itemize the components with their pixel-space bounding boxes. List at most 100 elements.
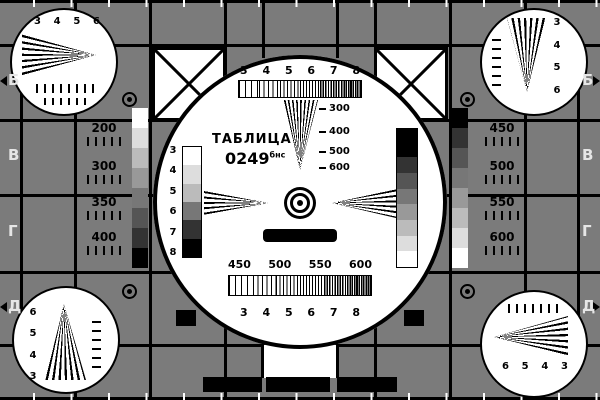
row-letter-right: Б — [582, 71, 594, 89]
line-count-label: 500 — [489, 159, 515, 173]
wedge-label: 4 — [29, 349, 37, 361]
grayscale-staircase-left — [132, 108, 148, 268]
wedge-label: 5 — [521, 361, 529, 372]
gray-step — [452, 148, 468, 168]
grayscale-staircase-right — [452, 108, 468, 268]
vertical-lines-wedge — [42, 304, 86, 380]
wedge-label: 6 — [502, 361, 509, 372]
grid-line-vertical — [577, 44, 580, 347]
line-count-block: 300 — [84, 160, 124, 184]
grid-line-vertical — [149, 0, 152, 400]
black-square-right — [404, 310, 424, 326]
convergence-target — [460, 92, 475, 107]
tick-pattern — [87, 137, 121, 146]
wedge-label: 3 — [34, 16, 41, 27]
convergence-target — [122, 284, 137, 299]
center-notch-line — [262, 0, 265, 58]
gray-step — [452, 128, 468, 148]
line-count-block: 500 — [482, 160, 522, 184]
gray-step — [132, 108, 148, 128]
wedge-label: 6 — [29, 307, 37, 318]
streaking-bar — [203, 377, 262, 392]
line-count-label: 300 — [91, 159, 117, 173]
tick-pattern — [485, 175, 519, 184]
row-letter-left: Б — [8, 71, 20, 89]
convergence-target — [122, 92, 137, 107]
wedge-label: 4 — [541, 361, 549, 372]
corner-circle-bottom-right: 6 5 4 3 — [480, 290, 588, 398]
gray-step — [132, 188, 148, 208]
wedge-label: 3 — [553, 17, 561, 28]
center-notch-line — [261, 344, 264, 378]
line-count-block: 550 — [482, 196, 522, 220]
grid-line-vertical — [524, 0, 527, 400]
gray-step — [452, 168, 468, 188]
line-count-label: 450 — [489, 121, 515, 135]
grid-line-vertical — [20, 44, 23, 347]
row-letter-right: Д — [582, 297, 596, 315]
bottom-edge-ticks — [0, 393, 600, 400]
streaking-bar — [337, 377, 397, 392]
wedge-labels: 6 5 4 3 — [502, 362, 568, 372]
target-dot — [465, 289, 470, 294]
top-edge-ticks — [0, 0, 600, 7]
line-count-block: 350 — [84, 196, 124, 220]
tick-pattern — [87, 246, 121, 255]
grid-line-vertical — [449, 0, 452, 400]
gray-step — [452, 228, 468, 248]
line-count-label: 350 — [91, 195, 117, 209]
line-count-block: 450 — [482, 122, 522, 146]
center-notch-line — [336, 344, 339, 378]
row-letter-left: Г — [8, 222, 18, 240]
gray-step — [452, 208, 468, 228]
wedge-label: 5 — [553, 62, 561, 74]
target-dot — [127, 289, 132, 294]
row-marker-arrow-left — [0, 76, 7, 86]
tick-pattern — [485, 246, 519, 255]
line-count-block: 400 — [84, 231, 124, 255]
black-square-left — [176, 310, 196, 326]
line-count-label: 600 — [489, 230, 515, 244]
convergence-target — [460, 284, 475, 299]
wedge-label: 5 — [73, 16, 81, 27]
tick-marks — [92, 314, 101, 368]
grid-line-vertical — [74, 0, 77, 400]
row-letter-right: Г — [582, 222, 592, 240]
target-dot — [465, 97, 470, 102]
wedge-label: 6 — [553, 84, 561, 96]
tick-marks — [36, 84, 94, 93]
corner-circle-bottom-left: 6 5 4 3 — [12, 286, 120, 394]
gray-step — [132, 128, 148, 148]
center-circle-ring — [153, 55, 447, 349]
horizontal-lines-wedge — [22, 34, 96, 76]
horizontal-lines-wedge — [494, 316, 568, 358]
tick-marks — [508, 304, 564, 313]
streaking-bar — [266, 377, 330, 392]
wedge-label: 6 — [93, 16, 100, 27]
line-count-label: 200 — [91, 121, 117, 135]
wedge-label: 5 — [29, 328, 37, 340]
tick-pattern — [485, 137, 519, 146]
tick-pattern — [485, 211, 519, 220]
wedge-label: 3 — [29, 370, 37, 382]
row-letter-left: В — [8, 146, 20, 164]
line-count-label: 550 — [489, 195, 515, 209]
gray-step — [132, 168, 148, 188]
vertical-lines-wedge — [507, 18, 547, 92]
wedge-labels: 6 5 4 3 — [28, 308, 38, 382]
bottom-notch — [264, 345, 337, 378]
gray-step — [132, 208, 148, 228]
gray-step — [452, 248, 468, 268]
row-marker-arrow-left — [0, 302, 7, 312]
gray-step — [452, 108, 468, 128]
wedge-label: 3 — [561, 361, 568, 372]
line-count-block: 600 — [482, 231, 522, 255]
tick-pattern — [87, 211, 121, 220]
tick-pattern — [87, 175, 121, 184]
gray-step — [132, 248, 148, 268]
tick-marks — [44, 98, 86, 105]
